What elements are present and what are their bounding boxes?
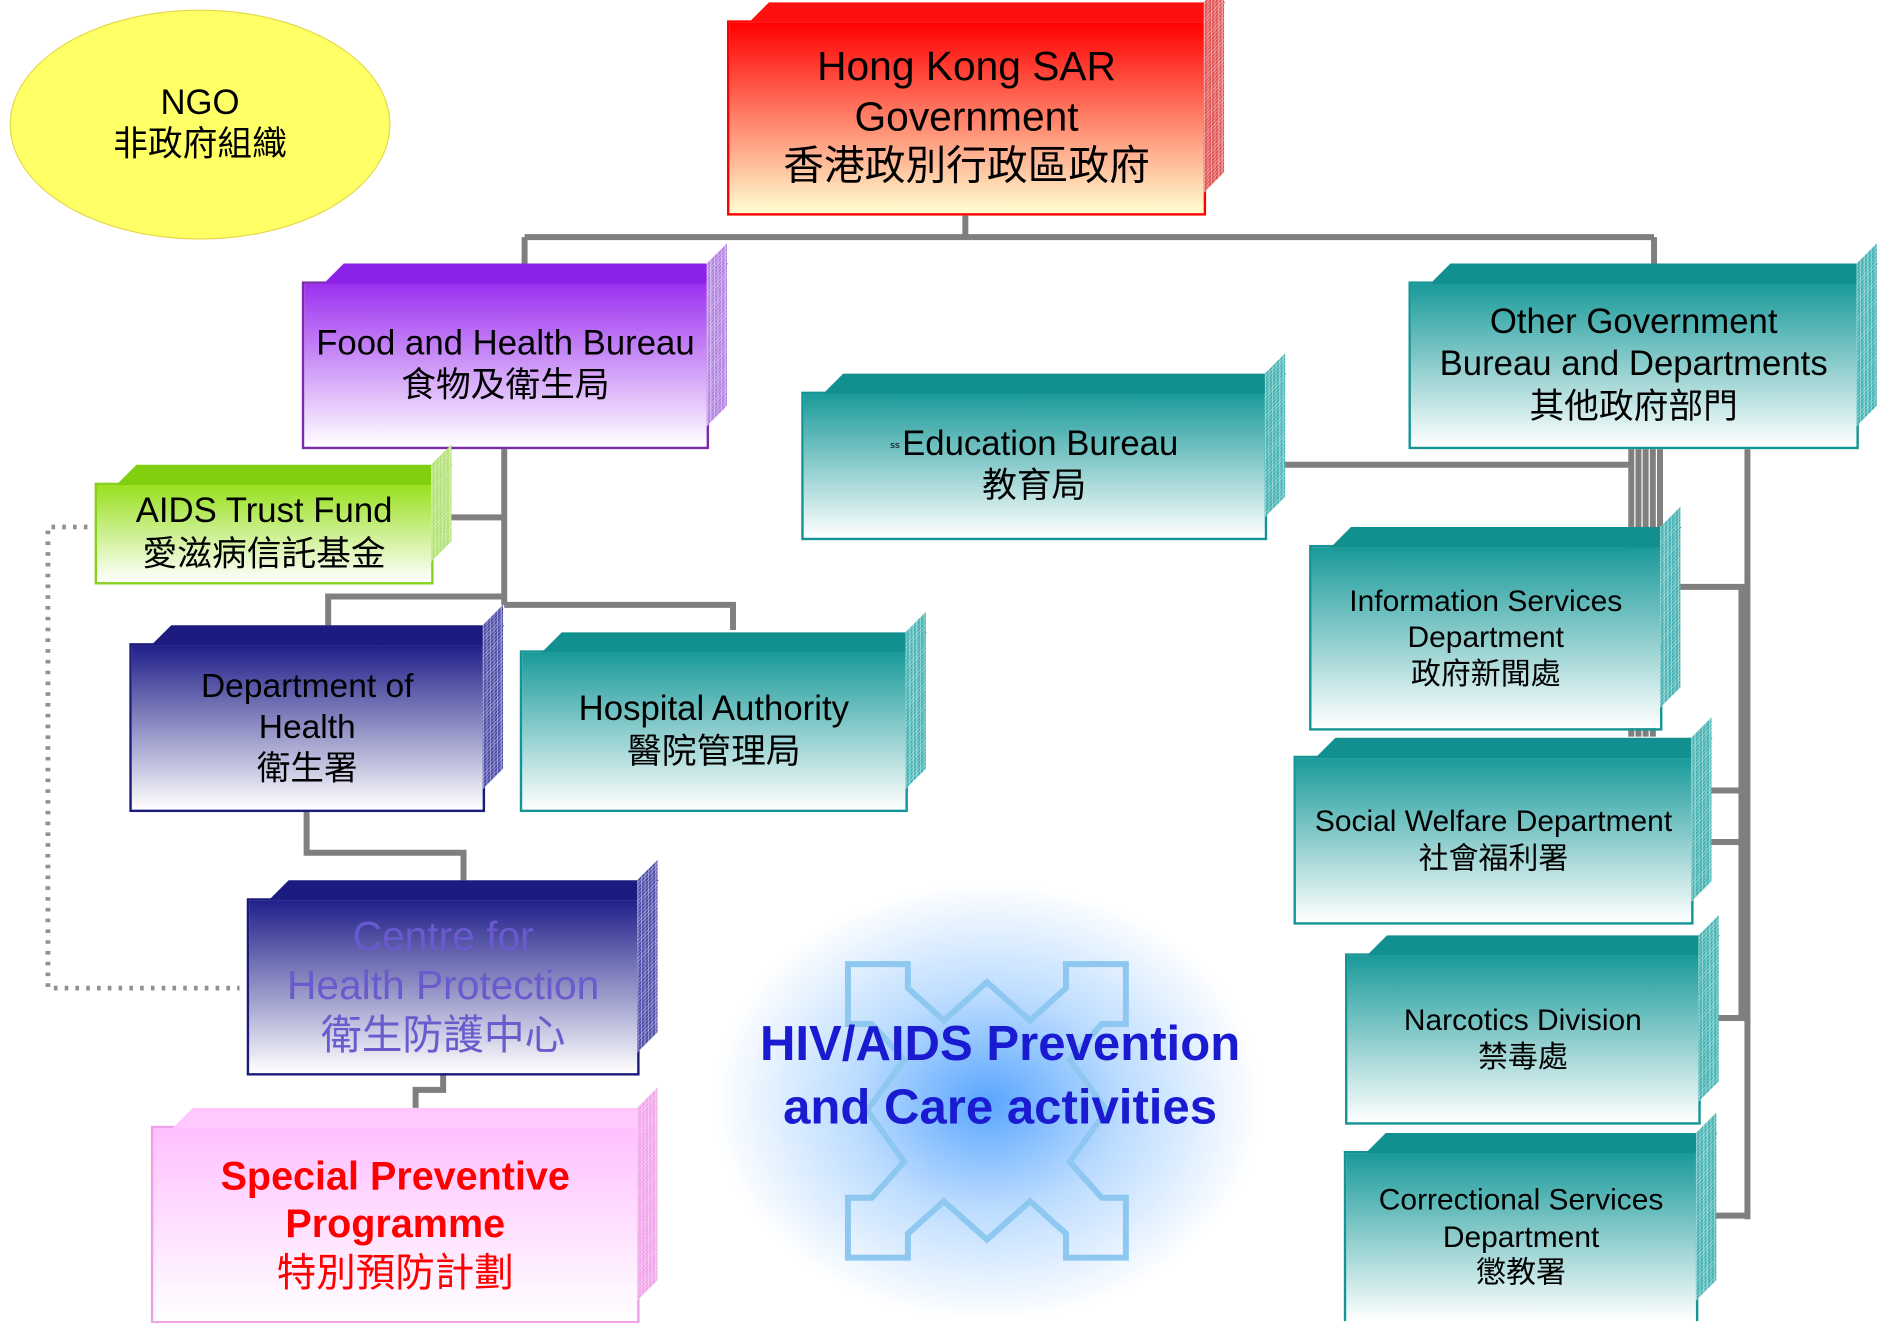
edb-line-1: ssEducation Bureau bbox=[890, 424, 1178, 466]
node-other-government-departments: Other Government Bureau and Departments … bbox=[1408, 281, 1859, 450]
center-line-2: and Care activities bbox=[783, 1079, 1218, 1135]
center-label: HIV/AIDS Prevention and Care activities bbox=[707, 1012, 1294, 1140]
ha-line-1: Hospital Authority bbox=[578, 690, 849, 729]
spp-line-3: 特別預防計劃 bbox=[276, 1249, 514, 1295]
center-line-1: HIV/AIDS Prevention bbox=[759, 1015, 1241, 1071]
hk-line-1: Hong Kong SAR bbox=[817, 44, 1116, 91]
node-department-of-health: Department of Health 衛生署 bbox=[129, 643, 486, 813]
chp-line-1: Centre for bbox=[352, 913, 534, 960]
ngo-line-2: 非政府組織 bbox=[113, 125, 287, 165]
doh-line-3: 衛生署 bbox=[256, 749, 358, 787]
csd-line-3: 懲教署 bbox=[1476, 1256, 1566, 1291]
atf-line-1: AIDS Trust Fund bbox=[135, 492, 393, 531]
ha-line-2: 醫院管理局 bbox=[626, 732, 801, 771]
four-way-arrows-icon bbox=[844, 961, 1129, 1261]
fhb-line-1: Food and Health Bureau bbox=[316, 324, 695, 363]
isd-line-2: Department bbox=[1407, 620, 1564, 655]
node-social-welfare-department: Social Welfare Department 社會福利署 bbox=[1293, 755, 1694, 925]
node-food-and-health-bureau: Food and Health Bureau 食物及衛生局 bbox=[301, 281, 710, 450]
node-education-bureau: ssEducation Bureau 教育局 bbox=[801, 391, 1268, 541]
isd-line-3: 政府新聞處 bbox=[1410, 657, 1561, 691]
nd-line-2: 禁毒處 bbox=[1477, 1040, 1568, 1074]
isd-line-1: Information Services bbox=[1349, 584, 1623, 618]
edb-title: Education Bureau bbox=[902, 424, 1179, 464]
ngo-line-1: NGO bbox=[160, 83, 240, 122]
node-special-preventive-programme: Special Preventive Programme 特別預防計劃 bbox=[150, 1125, 640, 1323]
node-ngo: NGO 非政府組織 bbox=[9, 9, 391, 240]
connector-ogd-branches bbox=[1650, 583, 1748, 1219]
csd-line-1: Correctional Services bbox=[1378, 1183, 1664, 1218]
chp-line-3: 衛生防護中心 bbox=[320, 1012, 566, 1059]
hk-line-3: 香港政別行政區政府 bbox=[783, 144, 1150, 190]
connector-doh-chp bbox=[303, 812, 467, 881]
connector-doh-ha bbox=[325, 593, 736, 630]
connector-chp-spp bbox=[412, 1075, 447, 1108]
node-hong-kong-government: Hong Kong SAR Government 香港政別行政區政府 bbox=[727, 20, 1207, 216]
csd-line-2: Department bbox=[1442, 1220, 1600, 1254]
node-centre-for-health-protection: Centre for Health Protection 衛生防護中心 bbox=[246, 898, 640, 1076]
fhb-line-2: 食物及衛生局 bbox=[401, 366, 610, 405]
nd-line-1: Narcotics Division bbox=[1403, 1003, 1642, 1038]
doh-line-2: Health bbox=[258, 708, 356, 746]
spp-line-1: Special Preventive bbox=[220, 1153, 570, 1198]
swd-line-1: Social Welfare Department bbox=[1314, 804, 1673, 839]
arrows-outline bbox=[844, 961, 1129, 1261]
node-information-services-department: Information Services Department 政府新聞處 bbox=[1309, 544, 1663, 731]
center-glow bbox=[718, 886, 1258, 1318]
edb-small-mark: ss bbox=[890, 439, 900, 451]
connector-ogd-side bbox=[1738, 449, 1751, 1220]
node-hospital-authority: Hospital Authority 醫院管理局 bbox=[519, 650, 908, 813]
connector-gov-to-bureaus bbox=[521, 215, 1658, 264]
ogd-line-1: Other Government bbox=[1489, 302, 1778, 342]
node-correctional-services-department: Correctional Services Department 懲教署 bbox=[1343, 1150, 1699, 1322]
ogd-line-3: 其他政府部門 bbox=[1529, 387, 1738, 427]
spp-line-2: Programme bbox=[285, 1201, 506, 1247]
hk-line-2: Government bbox=[854, 94, 1079, 140]
node-narcotics-division: Narcotics Division 禁毒處 bbox=[1345, 953, 1701, 1125]
ogd-line-2: Bureau and Departments bbox=[1439, 345, 1828, 384]
node-aids-trust-fund: AIDS Trust Fund 愛滋病信託基金 bbox=[94, 482, 434, 585]
doh-line-1: Department of bbox=[200, 667, 414, 705]
edb-line-2: 教育局 bbox=[982, 467, 1087, 506]
chp-line-2: Health Protection bbox=[286, 963, 600, 1009]
swd-line-2: 社會福利署 bbox=[1418, 841, 1569, 875]
atf-line-2: 愛滋病信託基金 bbox=[142, 534, 386, 574]
